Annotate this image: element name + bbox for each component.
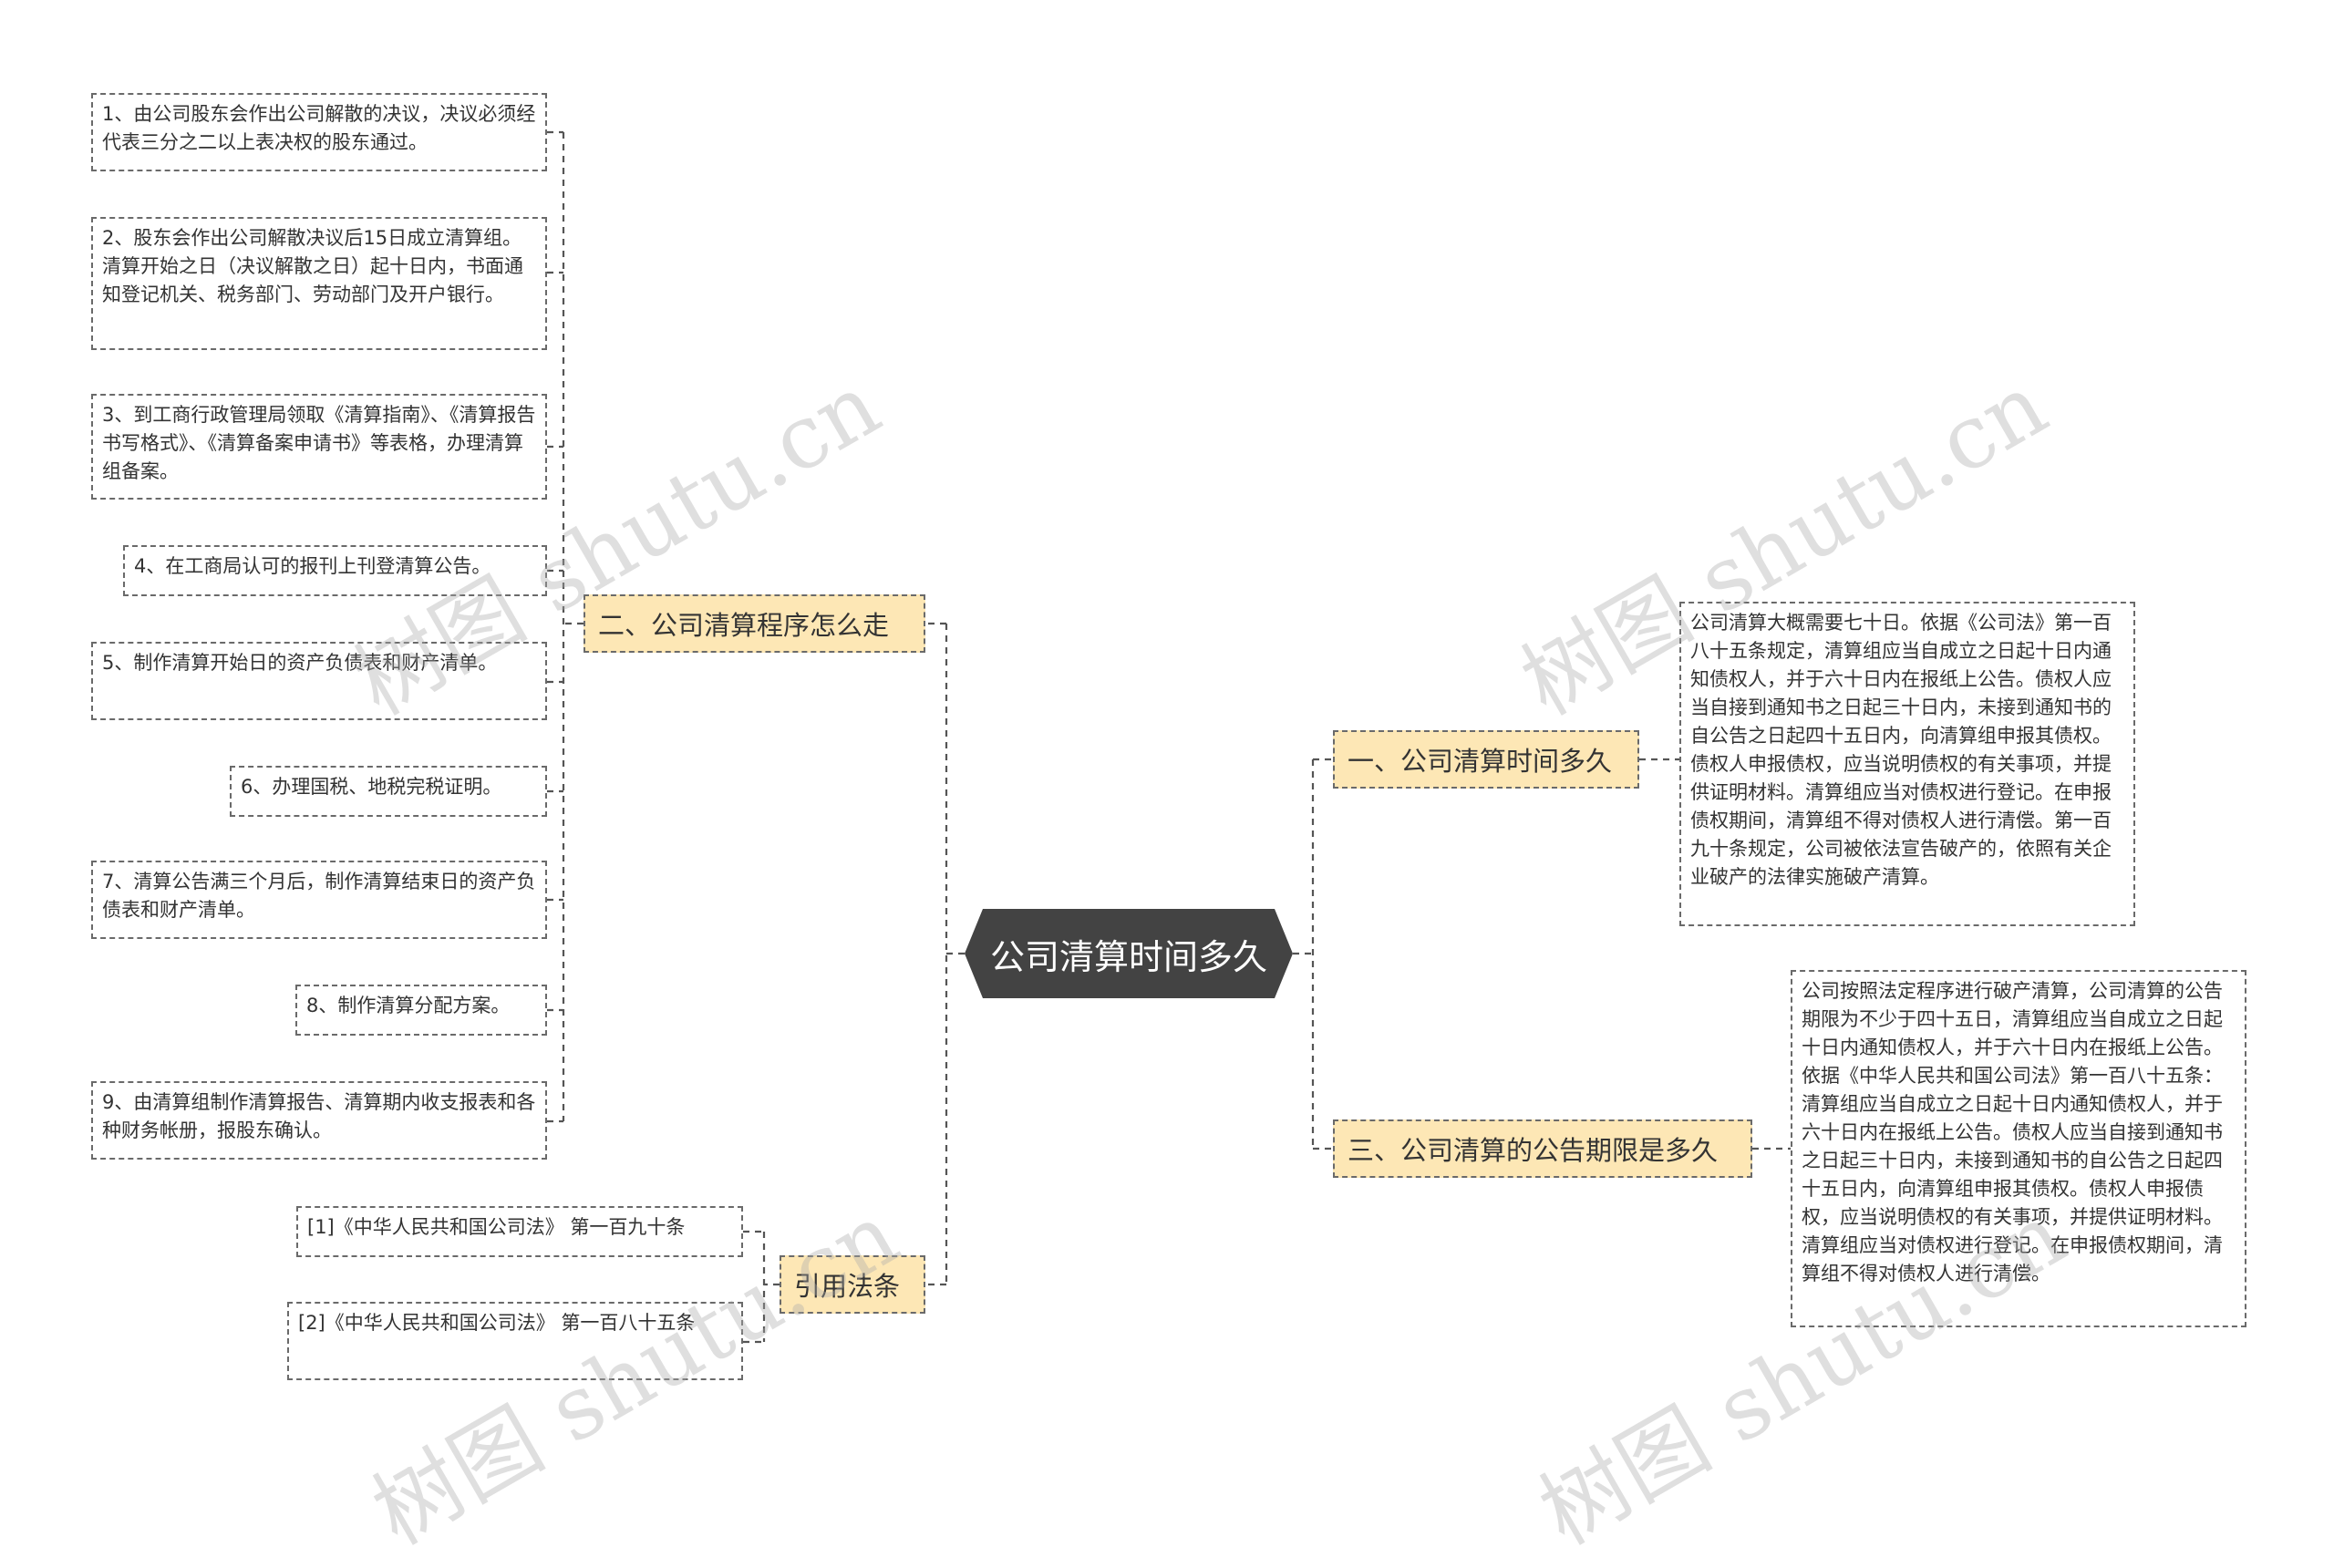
cited-law-1[interactable]: [1]《中华人民共和国公司法》 第一百九十条	[296, 1206, 743, 1257]
procedure-step-1[interactable]: 1、由公司股东会作出公司解散的决议，决议必须经代表三分之二以上表决权的股东通过。	[91, 93, 547, 171]
connector-lines	[547, 130, 1791, 1344]
notice-period-detail-text: 公司按照法定程序进行破产清算，公司清算的公告期限为不少于四十五日，清算组应当自成…	[1802, 980, 2223, 1284]
branch-procedure[interactable]: 二、公司清算程序怎么走	[584, 594, 925, 653]
notice-period-detail[interactable]: 公司按照法定程序进行破产清算，公司清算的公告期限为不少于四十五日，清算组应当自成…	[1791, 970, 2246, 1327]
procedure-step-7[interactable]: 7、清算公告满三个月后，制作清算结束日的资产负债表和财产清单。	[91, 861, 547, 939]
branch-cited-laws-label: 引用法条	[794, 1271, 901, 1302]
procedure-step-text: 3、到工商行政管理局领取《清算指南》、《清算报告书写格式》、《清算备案申请书》等…	[102, 404, 536, 482]
procedure-step-8[interactable]: 8、制作清算分配方案。	[295, 985, 547, 1036]
central-topic-label: 公司清算时间多久	[989, 936, 1267, 977]
procedure-step-5[interactable]: 5、制作清算开始日的资产负债表和财产清单。	[91, 642, 547, 720]
procedure-step-text: 7、清算公告满三个月后，制作清算结束日的资产负债表和财产清单。	[102, 871, 536, 921]
duration-detail[interactable]: 公司清算大概需要七十日。依据《公司法》第一百八十五条规定，清算组应当自成立之日起…	[1679, 602, 2135, 926]
branch-notice-period-label: 三、公司清算的公告期限是多久	[1348, 1135, 1719, 1166]
central-topic[interactable]: 公司清算时间多久	[965, 909, 1293, 998]
procedure-step-3[interactable]: 3、到工商行政管理局领取《清算指南》、《清算报告书写格式》、《清算备案申请书》等…	[91, 394, 547, 500]
cited-law-text: [1]《中华人民共和国公司法》 第一百九十条	[307, 1216, 686, 1238]
branch-duration-label: 一、公司清算时间多久	[1348, 746, 1613, 777]
procedure-step-6[interactable]: 6、办理国税、地税完税证明。	[230, 766, 547, 817]
procedure-step-text: 1、由公司股东会作出公司解散的决议，决议必须经代表三分之二以上表决权的股东通过。	[102, 103, 536, 153]
procedure-step-text: 5、制作清算开始日的资产负债表和财产清单。	[102, 652, 498, 674]
cited-law-2[interactable]: [2]《中华人民共和国公司法》 第一百八十五条	[287, 1302, 743, 1380]
branch-duration[interactable]: 一、公司清算时间多久	[1333, 730, 1639, 789]
procedure-step-4[interactable]: 4、在工商局认可的报刊上刊登清算公告。	[123, 545, 547, 596]
procedure-step-text: 6、办理国税、地税完税证明。	[241, 776, 502, 798]
procedure-step-9[interactable]: 9、由清算组制作清算报告、清算期内收支报表和各种财务帐册，报股东确认。	[91, 1081, 547, 1160]
duration-detail-text: 公司清算大概需要七十日。依据《公司法》第一百八十五条规定，清算组应当自成立之日起…	[1690, 612, 2112, 888]
procedure-step-text: 2、股东会作出公司解散决议后15日成立清算组。清算开始之日（决议解散之日）起十日…	[102, 227, 523, 305]
cited-law-text: [2]《中华人民共和国公司法》 第一百八十五条	[298, 1312, 696, 1334]
procedure-step-text: 4、在工商局认可的报刊上刊登清算公告。	[134, 555, 491, 577]
procedure-step-text: 8、制作清算分配方案。	[306, 995, 511, 1016]
branch-procedure-label: 二、公司清算程序怎么走	[598, 610, 890, 641]
procedure-step-2[interactable]: 2、股东会作出公司解散决议后15日成立清算组。清算开始之日（决议解散之日）起十日…	[91, 217, 547, 350]
branch-cited-laws[interactable]: 引用法条	[780, 1255, 925, 1314]
procedure-step-text: 9、由清算组制作清算报告、清算期内收支报表和各种财务帐册，报股东确认。	[102, 1091, 536, 1141]
branch-notice-period[interactable]: 三、公司清算的公告期限是多久	[1333, 1119, 1752, 1178]
